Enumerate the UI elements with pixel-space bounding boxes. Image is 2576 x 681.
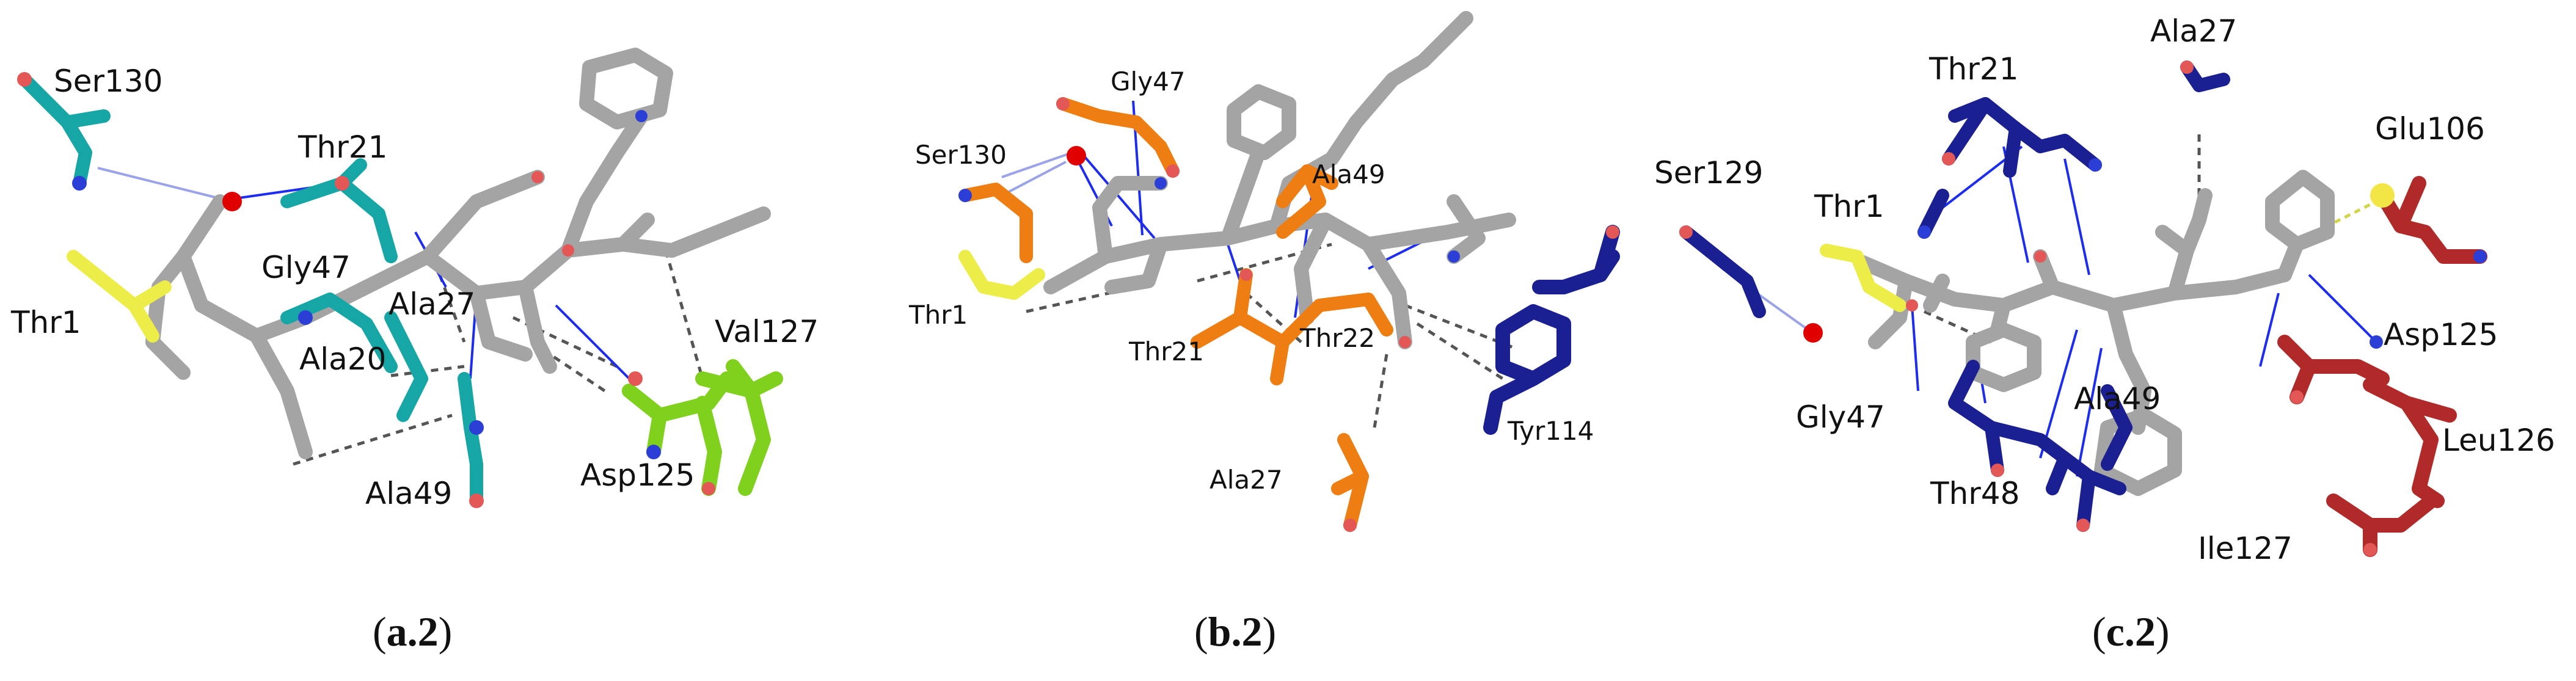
label-ala27-a2: Ala27 [389, 286, 475, 322]
label-thr1-b2: Thr1 [908, 300, 968, 330]
label-ser130-b2: Ser130 [915, 140, 1007, 170]
label-gly47-c2: Gly47 [1796, 399, 1885, 435]
label-ala49-b2: Ala49 [1312, 159, 1385, 189]
navy-residues-c2 [1679, 60, 2230, 532]
label-ile127-c2: Ile127 [2198, 531, 2293, 566]
panel-b2: Gly47 Ser130 Ala49 Thr1 Thr21 Thr22 Tyr1… [908, 11, 1620, 532]
atoms-a2 [17, 72, 715, 508]
caption-a2: (a.2) [373, 608, 453, 655]
label-thr22-b2: Thr22 [1299, 323, 1375, 353]
label-ser129-c2: Ser129 [1654, 155, 1764, 191]
label-gly47-b2: Gly47 [1111, 67, 1186, 97]
hydrophobic-contacts-c2 [1923, 134, 2201, 344]
label-ser130-a2: Ser130 [54, 64, 163, 99]
label-gly47-a2: Gly47 [261, 250, 351, 285]
label-thr1-c2: Thr1 [1814, 189, 1885, 224]
label-asp125-c2: Asp125 [2384, 317, 2498, 352]
label-leu126-c2: Leu126 [2442, 423, 2555, 458]
water-molecule-a2 [222, 192, 242, 211]
label-ala20-a2: Ala20 [299, 341, 386, 377]
label-ala49-a2: Ala49 [365, 476, 452, 511]
caption-c2: (c.2) [2092, 608, 2170, 655]
label-thr1-a2: Thr1 [10, 305, 81, 340]
panel-a2: Ser130 Thr21 Gly47 Ala27 Thr1 Ala20 Ala4… [10, 48, 819, 511]
water-molecule-c2 [1803, 323, 1823, 343]
darkred-residues-c2 [2277, 176, 2487, 557]
panel-c2: Thr21 Ala27 Ser129 Thr1 Glu106 Asp125 Gl… [1654, 13, 2555, 566]
thr1-c2 [1820, 244, 1906, 312]
atoms-b2 [958, 97, 1619, 532]
caption-b2: (b.2) [1194, 608, 1277, 655]
label-thr48-c2: Thr48 [1930, 476, 2020, 511]
label-thr21-c2: Thr21 [1928, 51, 2018, 87]
atoms-c2 [1679, 60, 2487, 556]
label-glu106-c2: Glu106 [2375, 111, 2485, 147]
teal-residues-a2 [18, 73, 483, 508]
label-thr21-b2: Thr21 [1128, 337, 1204, 366]
label-asp125-a2: Asp125 [580, 457, 695, 493]
label-ala27-c2: Ala27 [2150, 13, 2237, 49]
thr1-b2 [958, 250, 1045, 300]
label-tyr114-b2: Tyr114 [1507, 416, 1594, 446]
water-molecule-b2 [1067, 146, 1086, 166]
thr1-a2 [67, 250, 172, 343]
label-thr21-a2: Thr21 [297, 129, 387, 165]
sulfur-atom-c2 [2370, 183, 2395, 208]
label-ala49-c2: Ala49 [2074, 381, 2161, 417]
tyr114-b2 [1483, 225, 1620, 435]
orange-residues-b2 [958, 97, 1393, 532]
label-val127-a2: Val127 [715, 314, 819, 349]
ligand-a2 [145, 48, 771, 459]
label-ala27-b2: Ala27 [1210, 465, 1283, 495]
